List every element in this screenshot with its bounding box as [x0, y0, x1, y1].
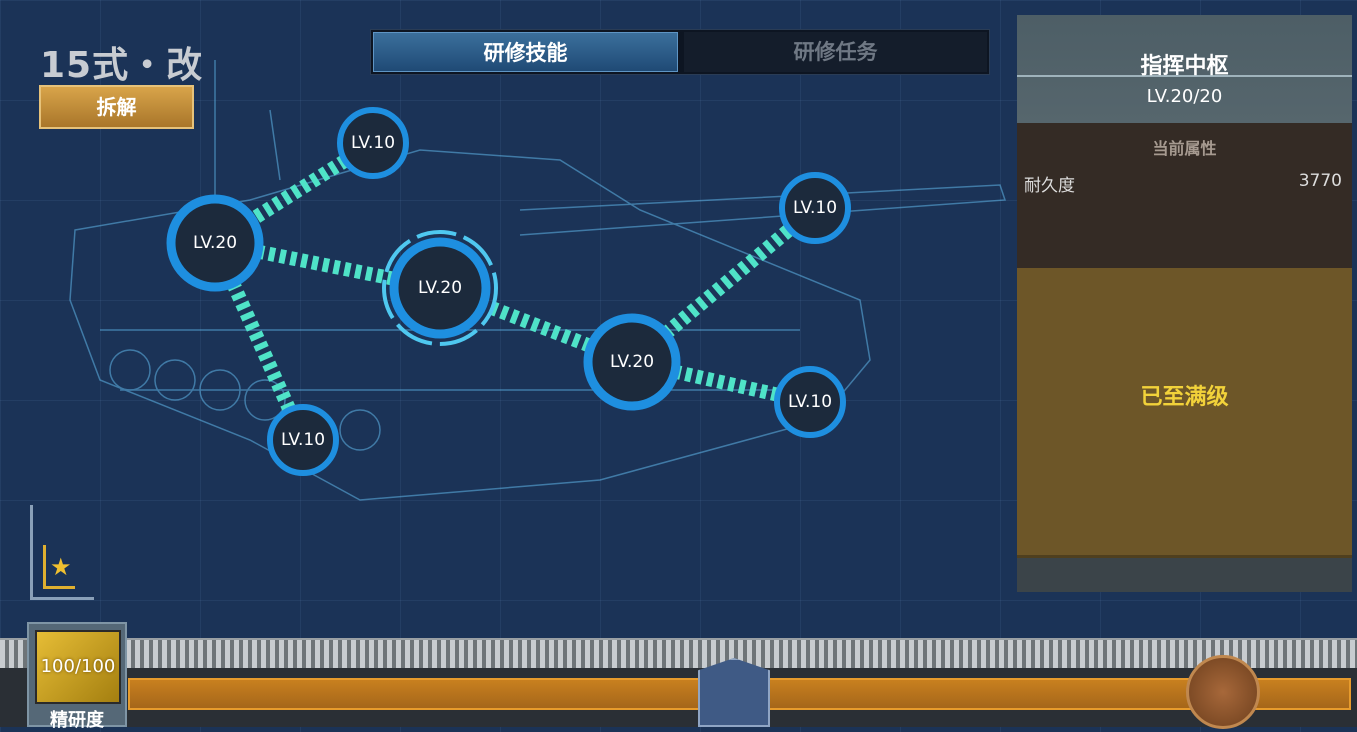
star-icon[interactable]: ★: [43, 545, 75, 589]
skill-node[interactable]: LV.20: [583, 313, 681, 411]
skill-link: [630, 355, 812, 409]
skill-link: [627, 202, 820, 368]
skill-node-level: LV.10: [281, 430, 325, 450]
refinement-badge: 100/100 精研度: [27, 622, 127, 731]
rank-frame: ★: [30, 505, 94, 600]
skill-level: LV.20/20: [1146, 86, 1223, 107]
skill-node-level: LV.10: [793, 198, 837, 218]
milestone-icon[interactable]: [698, 658, 770, 727]
dismantle-button[interactable]: 拆解: [39, 85, 194, 129]
attr-title: 当前属性: [1152, 139, 1217, 158]
skill-node-level: LV.20: [193, 233, 237, 253]
divider: [1017, 75, 1352, 77]
skill-node[interactable]: LV.10: [779, 172, 851, 244]
skill-node-level: LV.20: [418, 278, 462, 298]
tab-skills[interactable]: 研修技能: [373, 32, 678, 72]
skill-node-level: LV.10: [351, 133, 395, 153]
tab-tasks[interactable]: 研修任务: [684, 32, 987, 72]
skill-node[interactable]: LV.20: [382, 230, 498, 346]
attr-name: 耐久度: [1024, 176, 1075, 196]
skill-node-level: LV.10: [788, 392, 832, 412]
tab-bar: 研修技能 研修任务: [370, 29, 990, 75]
skill-name: 指挥中枢: [1140, 54, 1229, 79]
attr-value: 3770: [1298, 171, 1342, 191]
skill-node[interactable]: LV.10: [774, 366, 846, 438]
max-level-status: 已至满级: [1017, 268, 1352, 558]
skill-node-level: LV.20: [610, 352, 654, 372]
refinement-label: 精研度: [50, 710, 104, 731]
skill-detail-panel: 指挥中枢 LV.20/20 当前属性 耐久度 3770 已至满级: [1017, 15, 1352, 592]
skill-node[interactable]: LV.10: [337, 107, 409, 179]
skill-node[interactable]: LV.10: [267, 404, 339, 476]
tank-medal-icon[interactable]: [1186, 655, 1260, 729]
skill-node[interactable]: LV.20: [166, 194, 264, 292]
rail-decoration: [0, 638, 1357, 668]
vehicle-title: 15式・改: [40, 45, 204, 86]
refinement-value: 100/100: [35, 630, 121, 704]
attr-row: 耐久度 3770: [1017, 159, 1352, 196]
